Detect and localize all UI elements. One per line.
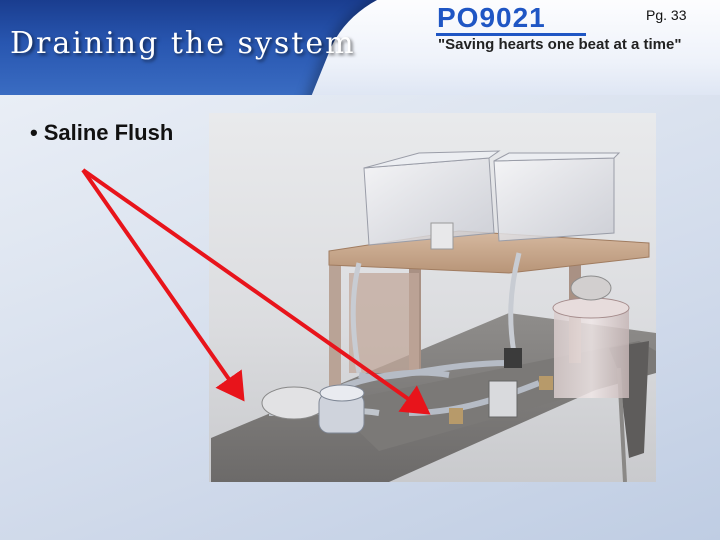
tank-fitting <box>430 222 454 250</box>
page-number: Pg. 33 <box>646 7 687 23</box>
shelf-post-left <box>329 258 341 388</box>
slide-header: Draining the system PO9021 "Saving heart… <box>0 0 720 95</box>
reservoir-cap <box>570 275 612 301</box>
pipe-fitting-2 <box>539 376 553 390</box>
tank-right <box>493 157 615 242</box>
render-illustration <box>211 150 656 482</box>
reservoir-top <box>552 297 630 319</box>
system-render-image <box>209 113 656 482</box>
tube-2 <box>508 252 522 354</box>
bullet-item: •Saline Flush <box>30 120 173 146</box>
filter-cap <box>319 384 365 402</box>
bullet-icon: • <box>30 120 38 145</box>
logo-tagline: "Saving hearts one beat at a time" <box>438 36 682 53</box>
tank-left <box>363 157 495 246</box>
shelf-panel <box>349 273 419 373</box>
tank-right-top <box>493 152 621 162</box>
valve-block <box>488 380 518 418</box>
tank-left-top <box>363 150 501 169</box>
pipe-fitting <box>449 408 463 424</box>
valve-small <box>504 348 522 368</box>
pump-body <box>261 386 327 420</box>
logo-code: PO9021 <box>437 2 546 33</box>
reservoir <box>554 308 629 398</box>
logo-underline <box>436 33 586 36</box>
slide-title: Draining the system <box>10 26 356 61</box>
bullet-text: Saline Flush <box>43 120 174 145</box>
